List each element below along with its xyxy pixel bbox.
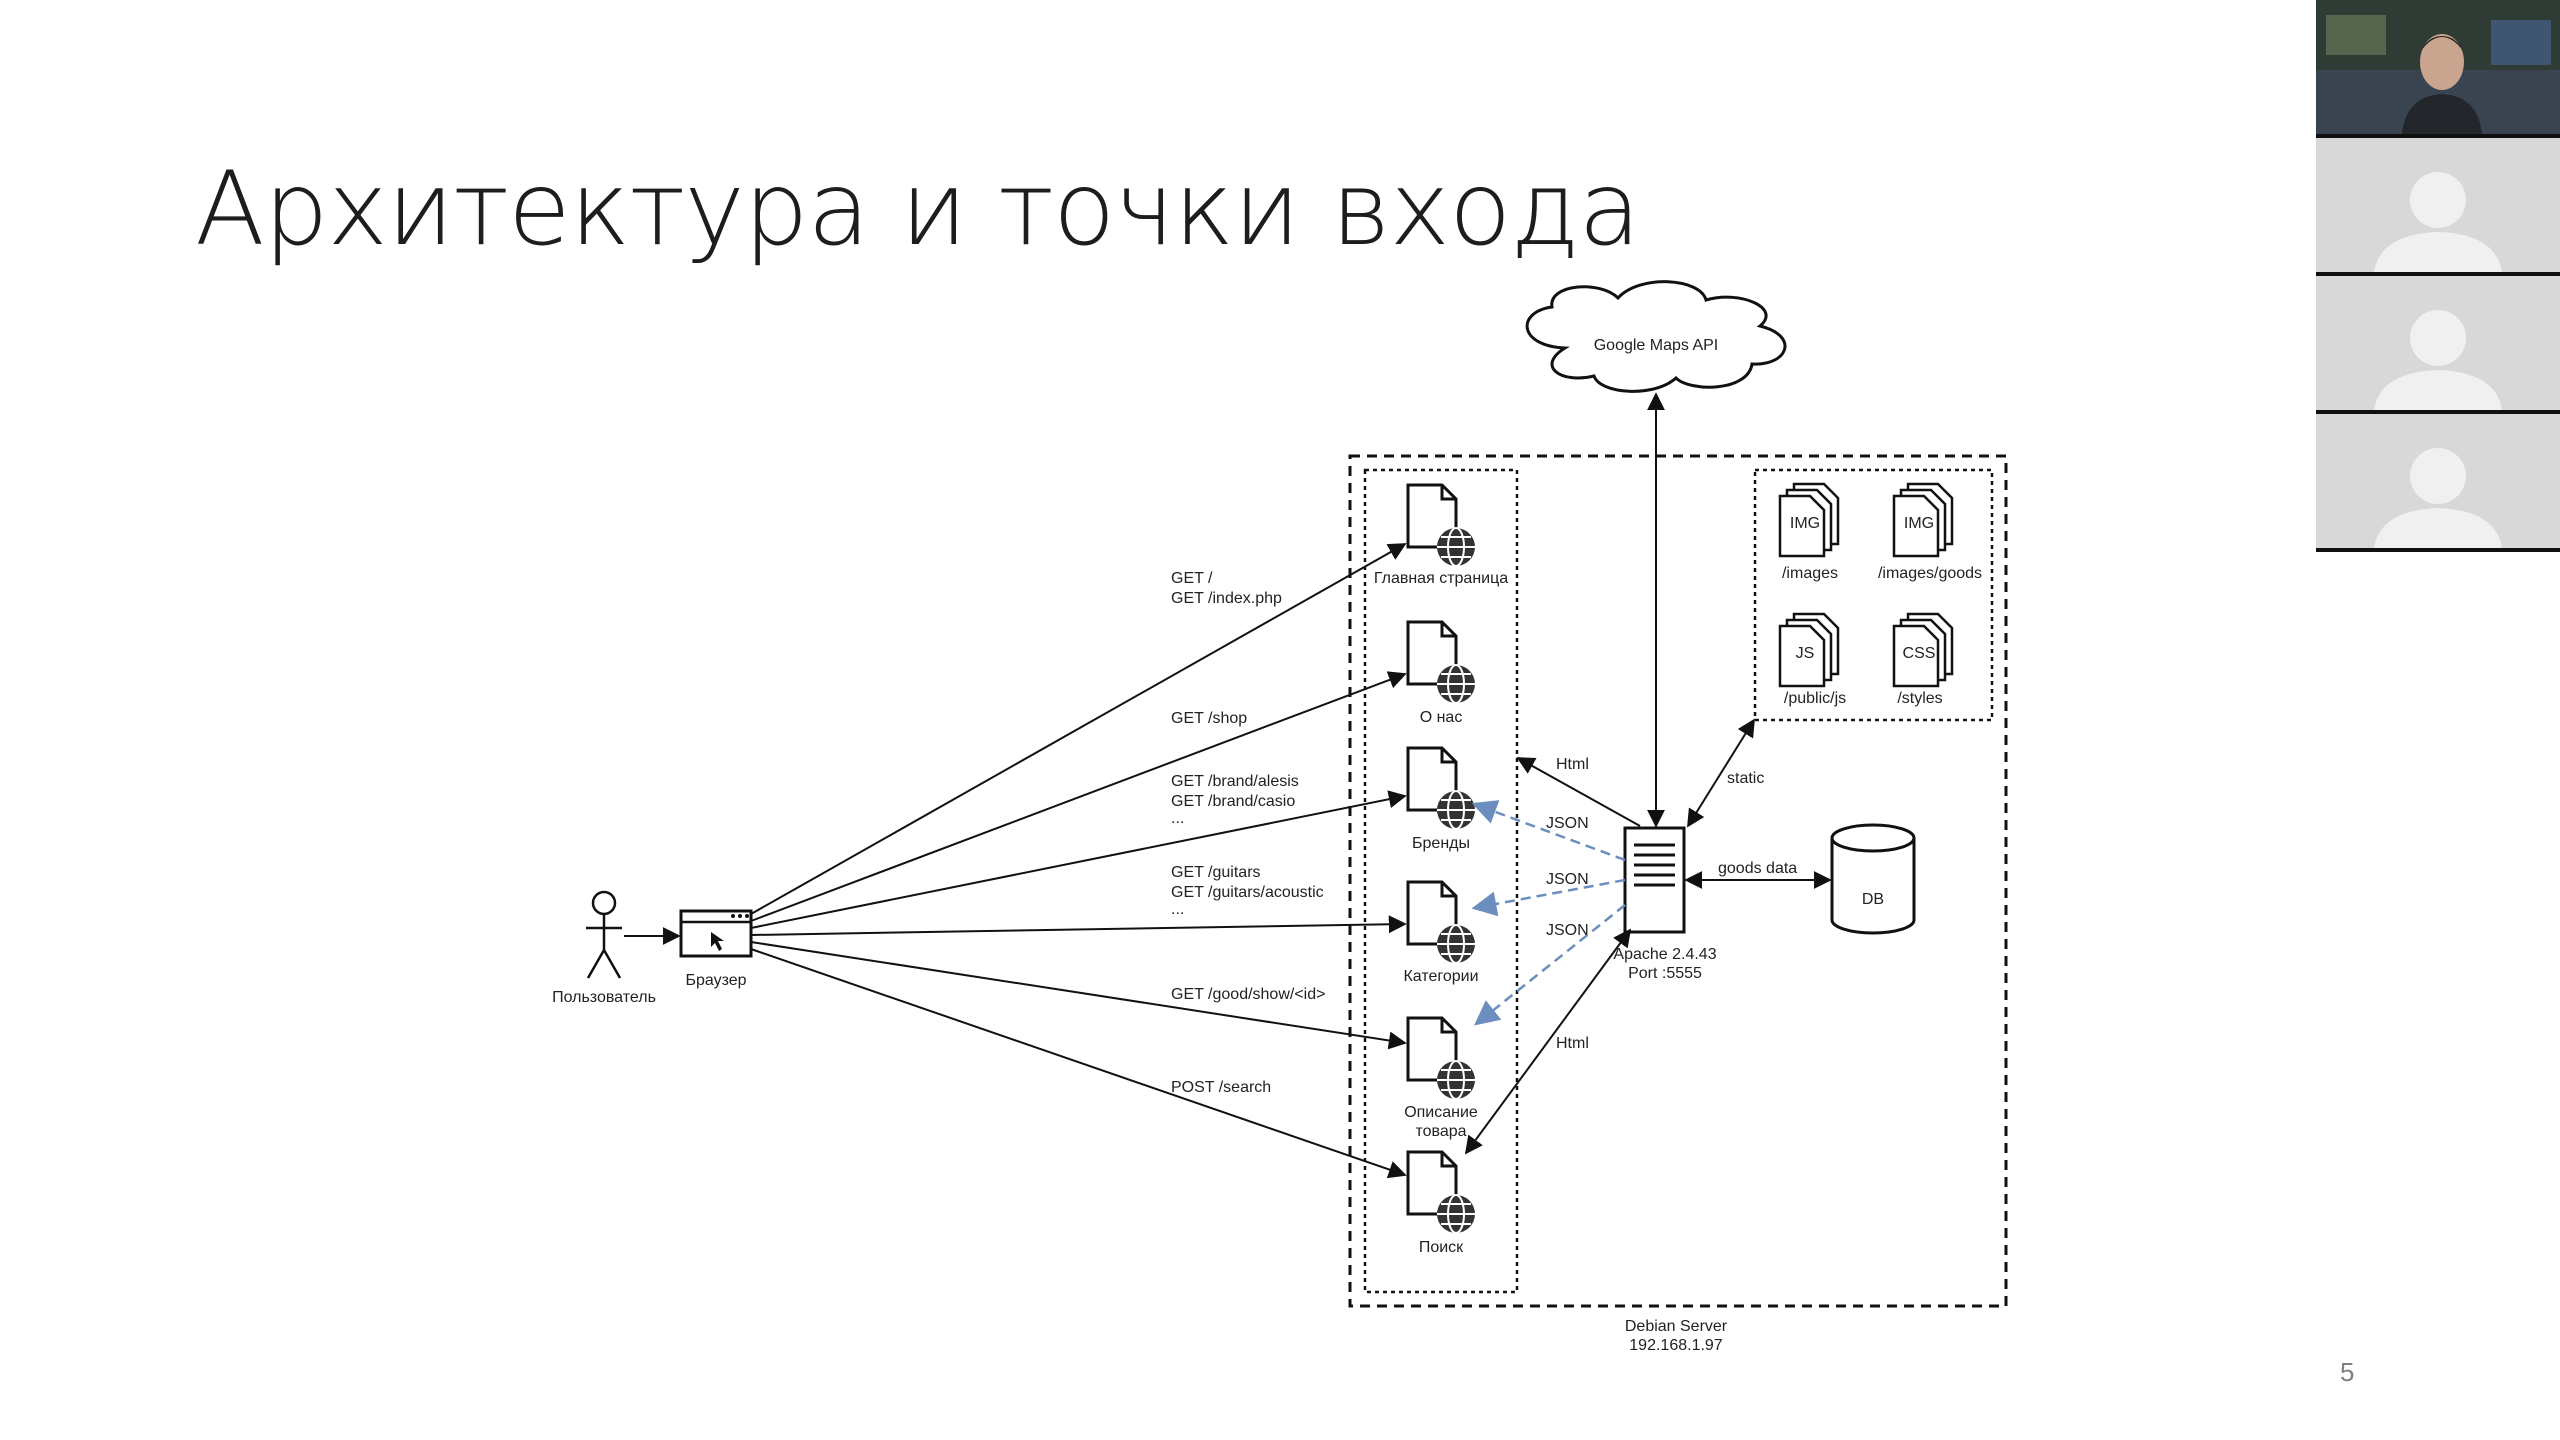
images-goods-tag: IMG — [1904, 515, 1934, 532]
server-label-1: Apache 2.4.43 — [1613, 946, 1716, 963]
page-number: 5 — [2340, 1357, 2355, 1387]
server-group-label-1: Debian Server — [1625, 1318, 1728, 1335]
page-brands-icon — [1406, 746, 1477, 831]
html-arrow-top — [1516, 757, 1641, 827]
page-categories-label: Категории — [1403, 968, 1478, 985]
request-label-product-1: GET /good/show/<id> — [1171, 986, 1325, 1003]
json-label-3: JSON — [1546, 922, 1589, 939]
cloud-label: Google Maps API — [1594, 337, 1719, 354]
browser-label: Браузер — [685, 972, 746, 989]
request-label-categories-1: GET /guitars — [1171, 864, 1261, 881]
request-arrow-product — [750, 941, 1407, 1050]
participant-avatar-tile[interactable] — [2316, 138, 2560, 272]
page-home-label: Главная страница — [1374, 570, 1508, 587]
html-top-label: Html — [1556, 756, 1589, 773]
server-label-2: Port :5555 — [1628, 965, 1702, 982]
speaker-camera-feed — [2316, 0, 2560, 134]
static-label: static — [1727, 770, 1764, 787]
request-arrow-search — [750, 948, 1407, 1179]
avatar-placeholder-icon — [2316, 138, 2560, 272]
images-goods-path: /images/goods — [1878, 565, 1982, 582]
page-product-icon — [1406, 1016, 1477, 1101]
user-actor-label: Пользователь — [552, 989, 656, 1006]
page-brands-label: Бренды — [1412, 835, 1470, 852]
request-label-home-1: GET / — [1171, 570, 1213, 587]
participant-video-tile[interactable] — [2316, 0, 2560, 134]
page-categories-icon — [1406, 880, 1477, 965]
json-label-2: JSON — [1546, 871, 1589, 888]
html-arrow-bottom — [1464, 928, 1632, 1155]
participant-avatar-tile[interactable] — [2316, 414, 2560, 548]
request-label-brands-3: ... — [1171, 810, 1184, 827]
database-label: DB — [1862, 891, 1884, 908]
request-label-brands-1: GET /brand/alesis — [1171, 773, 1299, 790]
json-arrow-categories — [1471, 878, 1626, 917]
page-about-icon — [1406, 620, 1477, 705]
request-label-search-1: POST /search — [1171, 1079, 1271, 1096]
request-label-home-2: GET /index.php — [1171, 590, 1282, 607]
avatar-placeholder-icon — [2316, 414, 2560, 548]
css-path: /styles — [1897, 690, 1942, 707]
request-label-about-1: GET /shop — [1171, 710, 1247, 727]
request-label-categories-2: GET /guitars/acoustic — [1171, 884, 1324, 901]
static-group-box — [1753, 468, 1994, 722]
request-label-categories-3: ... — [1171, 901, 1184, 918]
page-home-icon — [1406, 483, 1477, 568]
html-bottom-label: Html — [1556, 1035, 1589, 1052]
request-arrow-about — [750, 671, 1407, 922]
database-icon — [1830, 823, 1916, 935]
participant-avatar-tile[interactable] — [2316, 276, 2560, 410]
request-arrow-brands — [750, 790, 1407, 929]
js-path: /public/js — [1784, 690, 1846, 707]
json-label-1: JSON — [1546, 815, 1589, 832]
user-actor-icon — [586, 890, 622, 979]
page-search-icon — [1406, 1150, 1477, 1235]
page-product-label-2: товара — [1415, 1123, 1466, 1140]
css-tag: CSS — [1903, 645, 1936, 662]
static-arrow — [1687, 718, 1755, 828]
images-tag: IMG — [1790, 515, 1820, 532]
slide-title: Архитектура и точки входа — [195, 150, 1641, 269]
cloud-icon — [1525, 280, 1787, 393]
images-path: /images — [1782, 565, 1838, 582]
pages-group-box — [1363, 468, 1519, 1294]
browser-window-icon — [679, 909, 753, 958]
server-group-box — [1348, 454, 2008, 1308]
server-icon — [1623, 826, 1686, 934]
request-arrow-home — [750, 543, 1407, 915]
request-label-brands-2: GET /brand/casio — [1171, 793, 1295, 810]
goods-data-label: goods data — [1718, 860, 1797, 877]
json-arrow-brands — [1471, 800, 1626, 862]
avatar-placeholder-icon — [2316, 276, 2560, 410]
request-arrow-categories — [750, 915, 1407, 936]
video-participants-panel — [2316, 0, 2560, 552]
page-about-label: О нас — [1420, 709, 1463, 726]
js-tag: JS — [1796, 645, 1815, 662]
page-search-label: Поиск — [1419, 1239, 1464, 1256]
page-product-label-1: Описание — [1404, 1104, 1478, 1121]
server-group-label-2: 192.168.1.97 — [1629, 1337, 1723, 1354]
